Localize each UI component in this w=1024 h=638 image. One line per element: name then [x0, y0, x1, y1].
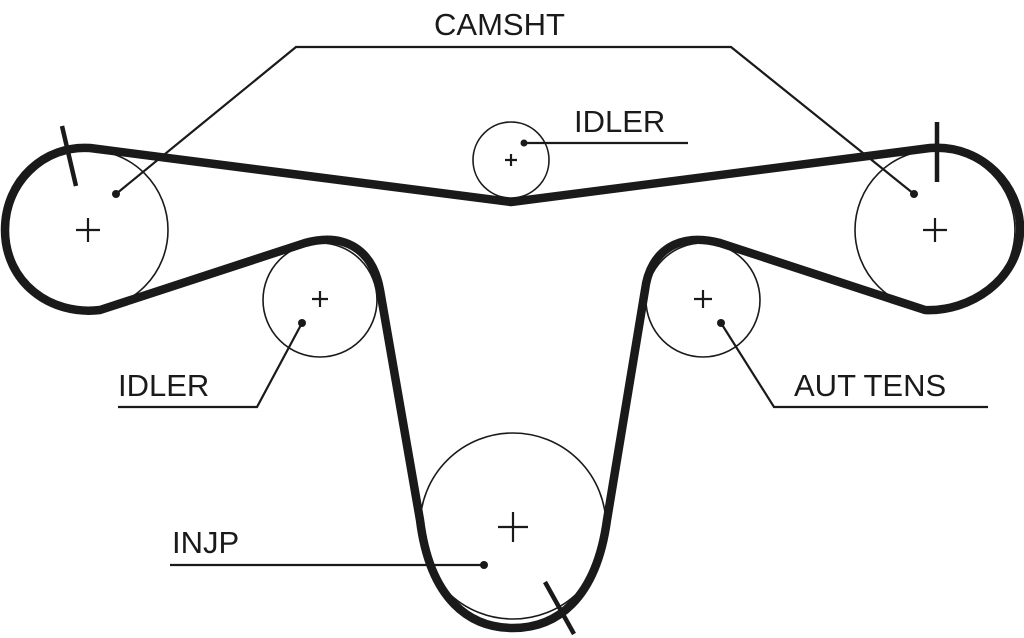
injection-pump-label: INJP	[172, 525, 239, 560]
auto-tensioner-label: AUT TENS	[794, 368, 946, 403]
injection-pump-center-mark	[498, 512, 528, 542]
tensioner-leader-dot	[717, 319, 725, 327]
left-idler-label: IDLER	[118, 368, 209, 403]
tensioner-center-mark	[694, 290, 712, 308]
top-idler-center-mark	[505, 154, 517, 166]
top-idler-leader-dot	[520, 139, 528, 147]
injection-pump-timing-mark	[543, 580, 576, 636]
camshaft-label: CAMSHT	[434, 7, 565, 42]
right-camshaft-leader-dot	[910, 190, 918, 198]
top-idler-label: IDLER	[574, 104, 665, 139]
camshaft-leader-line	[115, 45, 915, 195]
left-idler-center-mark	[312, 291, 328, 307]
left-idler-leader-dot	[298, 319, 306, 327]
timing-belt	[0, 143, 1024, 633]
left-cam-timing-mark	[59, 125, 79, 187]
left-camshaft-center-mark	[76, 218, 100, 242]
left-idler-leader-line	[118, 322, 303, 409]
injection-pump-leader-dot	[480, 561, 488, 569]
left-camshaft-leader-dot	[112, 190, 120, 198]
tensioner-leader-line	[720, 322, 988, 409]
pulley-center-marks	[76, 154, 947, 542]
right-camshaft-center-mark	[923, 218, 947, 242]
